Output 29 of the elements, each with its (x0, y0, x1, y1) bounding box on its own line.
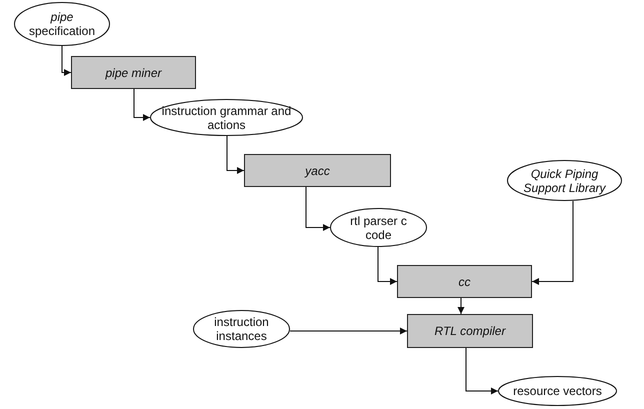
node-label: pipe specification (28, 10, 96, 38)
node-label: instruction grammar and actions (160, 104, 292, 132)
node-label: pipe miner (104, 66, 163, 80)
arrow (134, 88, 150, 121)
arrow (226, 136, 244, 174)
arrow (290, 328, 408, 334)
node-label: RTL compiler (434, 324, 507, 338)
node-label: yacc (304, 164, 331, 178)
data-ellipse (330, 208, 427, 247)
arrow (458, 298, 464, 314)
node-label: rtl parser c code (349, 214, 408, 242)
arrow (532, 200, 574, 285)
process-box (397, 265, 532, 298)
node-label: instruction instances (213, 315, 270, 343)
process-box (71, 56, 196, 89)
process-box (244, 154, 391, 187)
arrow (62, 46, 72, 76)
data-ellipse (507, 160, 622, 201)
process-box (407, 314, 533, 348)
data-ellipse (14, 2, 110, 46)
arrow (466, 348, 498, 394)
node-label: resource vectors (512, 384, 603, 398)
data-ellipse (193, 310, 290, 348)
arrow (306, 186, 330, 231)
data-ellipse (150, 99, 303, 136)
arrow (378, 246, 398, 285)
node-label: Quick Piping Support Library (522, 166, 607, 194)
data-ellipse (498, 376, 617, 406)
node-label: cc (458, 274, 472, 288)
